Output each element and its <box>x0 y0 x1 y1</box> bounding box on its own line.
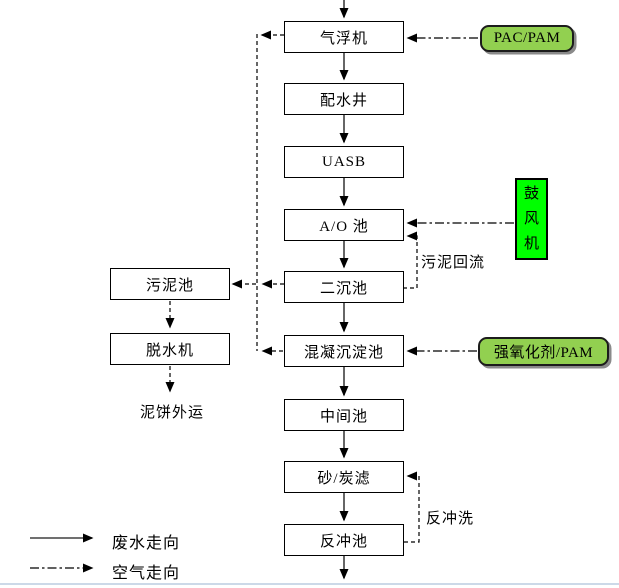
arrow-backwash-loop <box>404 471 420 543</box>
process-box-intermediate-tank: 中间池 <box>284 399 404 431</box>
process-box-ao-tank: A/O 池 <box>284 209 404 241</box>
process-box-label: 反冲池 <box>319 533 368 550</box>
chemical-box-pac-pam: PAC/PAM <box>480 25 574 52</box>
process-box-air-flotation: 气浮机 <box>284 21 404 53</box>
process-box-label: UASB <box>321 153 366 170</box>
legend-air-label: 空气走向 <box>112 565 181 582</box>
chemical-box-blower: 鼓风机 <box>515 178 548 260</box>
chemical-box-label: 强氧化剂/PAM <box>493 345 594 361</box>
process-box-label: 污泥池 <box>145 277 194 294</box>
process-box-distribution-well: 配水井 <box>284 83 404 115</box>
bottom-edge-line <box>0 583 619 585</box>
process-box-coagulation-sedimentation: 混凝沉淀池 <box>284 335 404 367</box>
legend-wastewater-label: 废水走向 <box>112 535 181 552</box>
process-box-uasb: UASB <box>284 146 404 178</box>
chemical-box-label: PAC/PAM <box>493 30 561 46</box>
chemical-box-oxidant-pam: 强氧化剂/PAM <box>478 337 609 366</box>
sludge-return-label: 污泥回流 <box>421 255 486 271</box>
process-box-label: 二沉池 <box>319 280 368 297</box>
sludge-cake-out-label: 泥饼外运 <box>140 405 205 421</box>
process-box-label: 配水井 <box>319 92 368 109</box>
process-box-label: 混凝沉淀池 <box>303 344 384 361</box>
arrow-sludge-return-loop <box>403 231 418 289</box>
process-box-label: A/O 池 <box>319 218 369 235</box>
sludge-box-sludge-tank: 污泥池 <box>110 268 230 300</box>
backwash-label: 反冲洗 <box>426 511 475 527</box>
sludge-box-dewatering-machine: 脱水机 <box>110 333 230 365</box>
process-box-label: 中间池 <box>319 408 368 425</box>
process-box-backwash-tank: 反冲池 <box>284 524 404 556</box>
process-box-label: 气浮机 <box>319 30 368 47</box>
process-box-label: 砂/炭滤 <box>317 470 371 487</box>
process-box-secondary-clarifier: 二沉池 <box>284 271 404 303</box>
process-box-label: 脱水机 <box>145 342 194 359</box>
process-box-sand-carbon-filter: 砂/炭滤 <box>284 461 404 493</box>
chemical-box-label: 鼓风机 <box>523 186 539 252</box>
